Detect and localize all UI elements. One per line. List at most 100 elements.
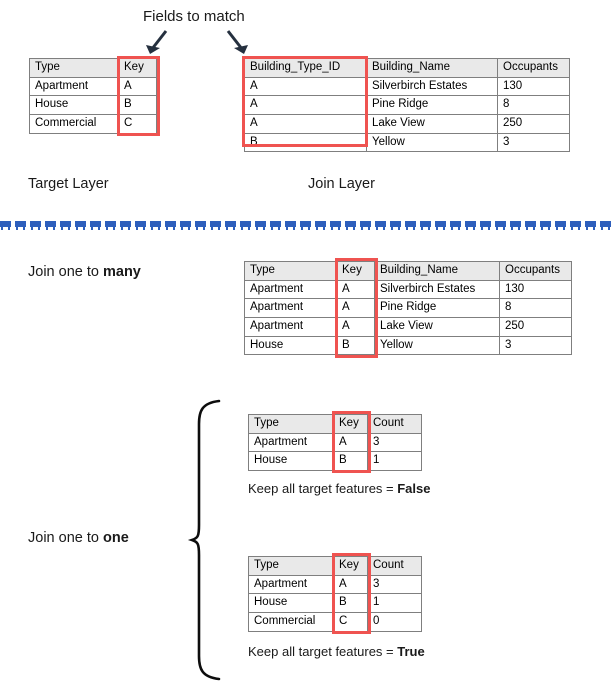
cell-count: 1: [367, 451, 422, 471]
target-layer-table-wrapper: Type Key Apartment A House B Commercial …: [29, 56, 160, 136]
keep-all-false-prefix: Keep all target features =: [248, 481, 398, 496]
join-layer-table-wrapper: Building_Type_ID Building_Name Occupants…: [242, 56, 570, 153]
cell-type: Commercial: [248, 611, 334, 632]
cell-occupants: 250: [497, 113, 570, 134]
keep-all-true-prefix: Keep all target features =: [248, 644, 398, 659]
cell-occupants: 3: [497, 132, 570, 153]
cell-key: B: [118, 95, 157, 115]
cell-type: House: [29, 95, 119, 115]
table-row: Apartment A Lake View 250: [244, 316, 572, 337]
column-header-key: Key: [336, 261, 375, 281]
table-header-row: Type Key: [29, 58, 157, 78]
table-row: A Lake View 250: [244, 113, 570, 134]
table-row: Apartment A 3: [248, 432, 422, 453]
keep-all-false-strong: False: [397, 481, 431, 496]
table-row: House B 1: [248, 593, 422, 613]
cell-type: Apartment: [29, 76, 119, 97]
column-header-count: Count: [367, 414, 422, 434]
cell-count: 1: [367, 593, 422, 613]
one-to-many-table: Type Key Building_Name Occupants Apartme…: [244, 261, 572, 356]
cell-count: 3: [367, 574, 422, 595]
table-row: A Silverbirch Estates 130: [244, 76, 570, 97]
cell-type: Apartment: [248, 432, 334, 453]
arrow-to-target-key-icon: [146, 30, 168, 54]
cell-occupants: 130: [499, 279, 572, 300]
cell-key: A: [333, 432, 368, 453]
column-header-key: Key: [333, 556, 368, 576]
table-header-row: Type Key Count: [248, 414, 422, 434]
cell-building-name: Lake View: [374, 316, 500, 337]
cell-type: House: [248, 451, 334, 471]
arrow-to-join-key-icon: [226, 30, 248, 54]
column-header-key: Key: [333, 414, 368, 434]
cell-building-name: Pine Ridge: [374, 298, 500, 318]
cell-key: A: [336, 298, 375, 318]
join-one-to-one-label: Join one to one: [28, 530, 129, 546]
table-row: Commercial C: [29, 113, 157, 134]
cell-building-name: Lake View: [366, 113, 498, 134]
cell-key: C: [118, 113, 157, 134]
cell-building-name: Silverbirch Estates: [366, 76, 498, 97]
table-row: Apartment A Pine Ridge 8: [244, 298, 572, 318]
section-divider: [0, 218, 613, 231]
one-to-one-false-table-wrapper: Type Key Count Apartment A 3 House B 1: [248, 411, 422, 473]
cell-type: Apartment: [248, 574, 334, 595]
table-row: Commercial C 0: [248, 611, 422, 632]
cell-building-name: Pine Ridge: [366, 95, 498, 115]
target-layer-caption: Target Layer: [28, 176, 109, 192]
curly-brace-icon: [187, 399, 221, 681]
fields-to-match-label: Fields to match: [143, 8, 245, 25]
join-layer-table: Building_Type_ID Building_Name Occupants…: [244, 58, 570, 153]
cell-type: Commercial: [29, 113, 119, 134]
cell-building-type-id: A: [244, 76, 367, 97]
join-one-to-many-strong: many: [102, 264, 141, 280]
column-header-type: Type: [248, 556, 334, 576]
table-row: Apartment A 3: [248, 574, 422, 595]
one-to-one-true-table-wrapper: Type Key Count Apartment A 3 House B 1 C…: [248, 553, 422, 634]
table-header-row: Building_Type_ID Building_Name Occupants: [244, 58, 570, 78]
cell-key: A: [336, 279, 375, 300]
cell-count: 0: [367, 611, 422, 632]
cell-occupants: 130: [497, 76, 570, 97]
cell-building-type-id: A: [244, 113, 367, 134]
cell-type: House: [248, 593, 334, 613]
cell-key: C: [333, 611, 368, 632]
one-to-one-true-table: Type Key Count Apartment A 3 House B 1 C…: [248, 556, 422, 632]
table-header-row: Type Key Building_Name Occupants: [244, 261, 572, 281]
cell-key: B: [333, 593, 368, 613]
cell-key: A: [333, 574, 368, 595]
table-row: House B 1: [248, 451, 422, 471]
cell-key: B: [333, 451, 368, 471]
column-header-type: Type: [29, 58, 119, 78]
column-header-building-type-id: Building_Type_ID: [244, 58, 367, 78]
cell-key: A: [118, 76, 157, 97]
keep-all-true-strong: True: [397, 644, 425, 659]
column-header-count: Count: [367, 556, 422, 576]
cell-type: Apartment: [244, 298, 337, 318]
column-header-type: Type: [248, 414, 334, 434]
table-row: House B: [29, 95, 157, 115]
target-layer-table: Type Key Apartment A House B Commercial …: [29, 58, 157, 134]
cell-key: B: [336, 335, 375, 356]
cell-type: Apartment: [244, 316, 337, 337]
cell-count: 3: [367, 432, 422, 453]
cell-building-name: Silverbirch Estates: [374, 279, 500, 300]
cell-key: A: [336, 316, 375, 337]
column-header-occupants: Occupants: [497, 58, 570, 78]
table-row: House B Yellow 3: [244, 335, 572, 356]
join-one-to-one-strong: one: [102, 530, 129, 546]
cell-occupants: 8: [499, 298, 572, 318]
cell-type: Apartment: [244, 279, 337, 300]
cell-building-type-id: A: [244, 95, 367, 115]
join-layer-caption: Join Layer: [308, 176, 375, 192]
keep-all-false-label: Keep all target features = False: [248, 481, 430, 496]
cell-occupants: 250: [499, 316, 572, 337]
table-row: Apartment A Silverbirch Estates 130: [244, 279, 572, 300]
column-header-occupants: Occupants: [499, 261, 572, 281]
column-header-building-name: Building_Name: [366, 58, 498, 78]
one-to-many-table-wrapper: Type Key Building_Name Occupants Apartme…: [244, 258, 572, 358]
column-header-building-name: Building_Name: [374, 261, 500, 281]
join-one-to-many-prefix: Join one to: [28, 264, 103, 280]
cell-building-name: Yellow: [374, 335, 500, 356]
table-row: B Yellow 3: [244, 132, 570, 153]
